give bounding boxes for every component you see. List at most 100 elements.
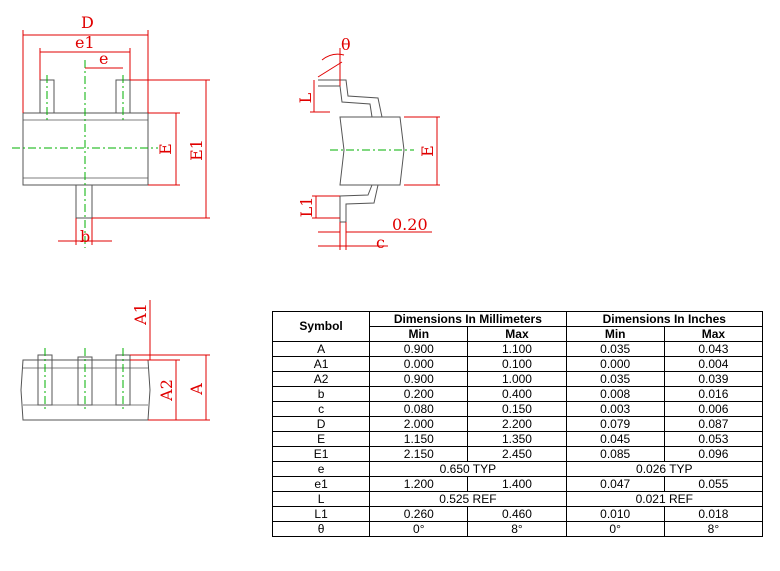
mm-min-header: Min xyxy=(369,326,469,342)
mm-header: Dimensions In Millimeters xyxy=(369,311,567,327)
in-span-cell: 0.021 REF xyxy=(565,491,764,507)
dim-label-D: D xyxy=(81,13,94,32)
mm-min-cell: 0.900 xyxy=(369,341,469,357)
symbol-cell: D xyxy=(271,416,371,432)
in-min-cell: 0.079 xyxy=(565,416,665,432)
mm-max-cell: 0.100 xyxy=(467,356,567,372)
mm-span-cell: 0.650 TYP xyxy=(369,461,567,477)
mm-max-cell: 1.100 xyxy=(467,341,567,357)
symbol-cell: e1 xyxy=(271,476,371,492)
mm-min-cell: 1.150 xyxy=(369,431,469,447)
mm-max-cell: 0.400 xyxy=(467,386,567,402)
dim-label-e1: e1 xyxy=(75,33,95,52)
mm-span-cell: 0.525 REF xyxy=(369,491,567,507)
mm-min-cell: 0° xyxy=(369,521,469,537)
dim-label-gauge: 0.20 xyxy=(392,215,428,234)
in-max-cell: 0.096 xyxy=(663,446,764,462)
dim-label-b: b xyxy=(80,227,90,246)
mm-max-cell: 0.150 xyxy=(467,401,567,417)
mm-min-cell: 1.200 xyxy=(369,476,469,492)
in-min-header: Min xyxy=(565,326,665,342)
mm-max-cell: 8° xyxy=(467,521,567,537)
symbol-cell: θ xyxy=(271,521,371,537)
dim-label-L: L xyxy=(296,92,315,103)
in-min-cell: 0.000 xyxy=(565,356,665,372)
mm-min-cell: 0.000 xyxy=(369,356,469,372)
side-view-dimensions xyxy=(310,48,440,250)
dim-label-e: e xyxy=(99,49,108,68)
mm-max-cell: 0.460 xyxy=(467,506,567,522)
dim-label-E1: E1 xyxy=(187,139,206,161)
dim-label-A2: A2 xyxy=(157,379,176,402)
symbol-cell: E xyxy=(271,431,371,447)
mm-min-cell: 2.150 xyxy=(369,446,469,462)
side-view-lead-bottom xyxy=(339,184,379,223)
dimensions-table: Symbol Dimensions In Millimeters Dimensi… xyxy=(271,311,764,537)
dim-label-E-top: E xyxy=(156,143,175,155)
in-min-cell: 0.010 xyxy=(565,506,665,522)
symbol-cell: e xyxy=(271,461,371,477)
in-max-cell: 0.053 xyxy=(663,431,764,447)
in-max-cell: 0.039 xyxy=(663,371,764,387)
symbol-cell: b xyxy=(271,386,371,402)
symbol-cell: E1 xyxy=(271,446,371,462)
in-min-cell: 0.008 xyxy=(565,386,665,402)
top-view-dimensions xyxy=(22,30,210,245)
dim-label-L1: L1 xyxy=(297,197,316,218)
mm-max-cell: 1.000 xyxy=(467,371,567,387)
inch-header: Dimensions In Inches xyxy=(565,311,764,327)
in-min-cell: 0.035 xyxy=(565,341,665,357)
mm-max-header: Max xyxy=(467,326,567,342)
top-view-lead-bottom xyxy=(75,184,93,219)
dim-label-E-side: E xyxy=(418,145,437,157)
front-view-lead-mid xyxy=(77,356,93,406)
in-max-cell: 0.016 xyxy=(663,386,764,402)
dim-label-A: A xyxy=(187,383,206,396)
symbol-cell: A xyxy=(271,341,371,357)
symbol-cell: L xyxy=(271,491,371,507)
mm-min-cell: 0.200 xyxy=(369,386,469,402)
in-span-cell: 0.026 TYP xyxy=(565,461,764,477)
front-view-centerlines xyxy=(44,348,124,410)
dim-label-A1: A1 xyxy=(131,303,150,326)
in-min-cell: 0.045 xyxy=(565,431,665,447)
in-max-header: Max xyxy=(663,326,764,342)
in-max-cell: 0.004 xyxy=(663,356,764,372)
in-min-cell: 0.035 xyxy=(565,371,665,387)
front-view-dimensions xyxy=(130,300,210,421)
mm-max-cell: 2.200 xyxy=(467,416,567,432)
in-max-cell: 0.006 xyxy=(663,401,764,417)
side-view-lead-top xyxy=(318,79,383,118)
in-max-cell: 8° xyxy=(663,521,764,537)
in-max-cell: 0.043 xyxy=(663,341,764,357)
mm-max-cell: 1.400 xyxy=(467,476,567,492)
side-view-body xyxy=(339,116,405,186)
mm-min-cell: 0.900 xyxy=(369,371,469,387)
in-min-cell: 0.085 xyxy=(565,446,665,462)
mm-max-cell: 2.450 xyxy=(467,446,567,462)
mm-max-cell: 1.350 xyxy=(467,431,567,447)
in-max-cell: 0.087 xyxy=(663,416,764,432)
in-min-cell: 0.003 xyxy=(565,401,665,417)
dim-label-theta: θ xyxy=(341,35,351,54)
symbol-cell: c xyxy=(271,401,371,417)
symbol-header: Symbol xyxy=(271,311,371,342)
symbol-cell: A2 xyxy=(271,371,371,387)
in-min-cell: 0.047 xyxy=(565,476,665,492)
mm-min-cell: 0.260 xyxy=(369,506,469,522)
side-view xyxy=(318,79,405,223)
in-max-cell: 0.055 xyxy=(663,476,764,492)
symbol-cell: L1 xyxy=(271,506,371,522)
top-view xyxy=(22,79,149,219)
